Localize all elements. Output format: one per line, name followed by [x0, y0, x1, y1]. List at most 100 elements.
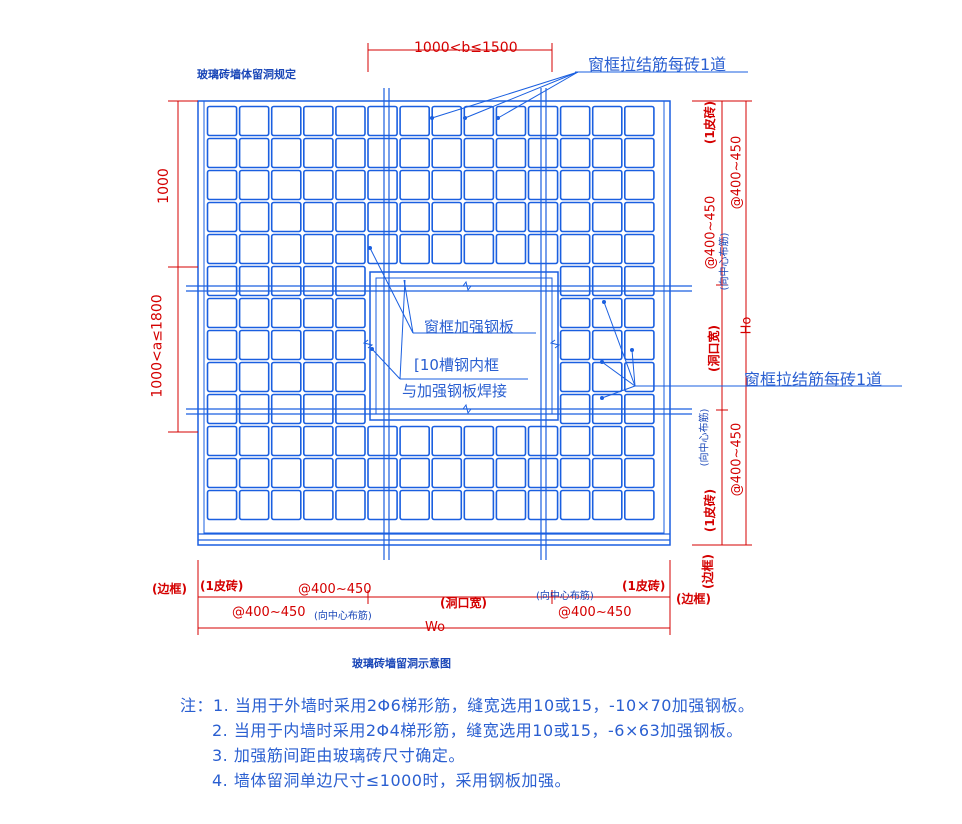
glass-brick — [335, 329, 366, 361]
glass-brick — [270, 297, 302, 329]
glass-brick — [302, 297, 334, 329]
glass-brick — [302, 105, 334, 137]
glass-brick — [527, 105, 559, 137]
glass-brick — [495, 425, 527, 457]
glass-brick — [431, 201, 463, 233]
glass-brick — [559, 489, 591, 521]
glass-brick — [559, 201, 591, 233]
glass-brick — [399, 457, 431, 489]
glass-brick — [270, 201, 302, 233]
glass-brick — [367, 233, 398, 265]
glass-brick — [238, 457, 270, 489]
glass-brick — [495, 201, 527, 233]
bottom-spacing-right: @400~450 — [558, 605, 632, 620]
glass-brick — [559, 457, 591, 489]
right-spacing-bottom: @400~450 — [729, 422, 745, 497]
leader-dots — [368, 116, 634, 400]
glass-brick — [591, 425, 623, 457]
glass-brick — [463, 201, 495, 233]
glass-brick — [206, 233, 238, 265]
right-center-bottom: (向中心布筋) — [699, 408, 711, 467]
glass-brick — [367, 105, 398, 137]
glass-brick — [399, 201, 431, 233]
glass-brick — [399, 137, 431, 169]
glass-brick — [559, 361, 591, 393]
glass-brick — [559, 233, 591, 265]
drawing-title: 玻璃砖墙体留洞规定 — [197, 68, 296, 81]
glass-brick — [495, 105, 527, 137]
glass-brick — [527, 233, 559, 265]
glass-brick — [335, 201, 366, 233]
glass-brick — [270, 425, 302, 457]
glass-brick — [270, 329, 302, 361]
glass-brick — [463, 105, 495, 137]
glass-brick — [559, 329, 591, 361]
glass-brick — [335, 233, 366, 265]
bottom-brick-left: (1皮砖) — [200, 579, 244, 593]
glass-brick — [399, 169, 431, 201]
glass-brick — [270, 361, 302, 393]
glass-brick — [431, 169, 463, 201]
right-total-height: Ho — [739, 316, 755, 335]
glass-brick — [238, 329, 270, 361]
glass-brick — [238, 233, 270, 265]
glass-brick — [527, 137, 559, 169]
bottom-spacing-left-top: @400~450 — [298, 582, 372, 597]
bottom-opening-width: (洞口宽) — [440, 596, 487, 610]
glass-brick — [623, 137, 655, 169]
glass-brick — [367, 457, 398, 489]
glass-brick — [591, 105, 623, 137]
glass-brick — [623, 361, 655, 393]
glass-brick — [399, 489, 431, 521]
glass-brick — [335, 425, 366, 457]
glass-brick — [238, 425, 270, 457]
tie-label-right: 窗框拉结筋每砖1道 — [744, 370, 883, 389]
glass-brick — [623, 329, 655, 361]
left-dim-upper: 1000 — [155, 168, 172, 204]
glass-brick — [206, 169, 238, 201]
glass-brick — [495, 137, 527, 169]
glass-brick — [238, 105, 270, 137]
leader-lines — [369, 71, 902, 399]
right-brick-top: (1皮砖) — [703, 100, 718, 145]
glass-brick — [623, 265, 655, 297]
glass-brick — [270, 169, 302, 201]
right-spacing-top: @400~450 — [729, 135, 745, 210]
glass-brick — [238, 361, 270, 393]
glass-brick — [335, 489, 366, 521]
glass-brick — [270, 137, 302, 169]
glass-brick — [591, 361, 623, 393]
glass-brick — [463, 233, 495, 265]
glass-brick — [399, 425, 431, 457]
glass-brick — [527, 457, 559, 489]
break-marks — [362, 280, 561, 415]
glass-brick — [302, 489, 334, 521]
glass-brick — [302, 169, 334, 201]
glass-brick — [527, 425, 559, 457]
right-center-top: (向中心布筋) — [719, 232, 731, 291]
glass-brick — [527, 201, 559, 233]
glass-brick — [367, 137, 398, 169]
steel-plate-label: 窗框加强钢板 — [424, 318, 515, 336]
bottom-total-width: Wo — [425, 620, 446, 635]
tie-label-top: 窗框拉结筋每砖1道 — [588, 55, 727, 74]
glass-brick — [591, 169, 623, 201]
glass-brick — [591, 457, 623, 489]
glass-brick — [431, 137, 463, 169]
glass-brick — [463, 137, 495, 169]
glass-brick — [591, 329, 623, 361]
note-1: 注：1. 当用于外墙时采用2Φ6梯形筋，缝宽选用10或15，-10×70加强钢板… — [180, 696, 755, 715]
glass-brick — [206, 137, 238, 169]
glass-brick — [270, 265, 302, 297]
right-opening-height: (洞口宽) — [706, 325, 721, 372]
glass-brick — [302, 425, 334, 457]
glass-brick — [591, 201, 623, 233]
glass-brick — [527, 169, 559, 201]
glass-brick — [399, 105, 431, 137]
glass-brick — [206, 265, 238, 297]
glass-brick — [238, 201, 270, 233]
glass-brick — [335, 297, 366, 329]
glass-brick — [302, 233, 334, 265]
top-dimension: 1000<b≤1500 — [414, 40, 518, 56]
